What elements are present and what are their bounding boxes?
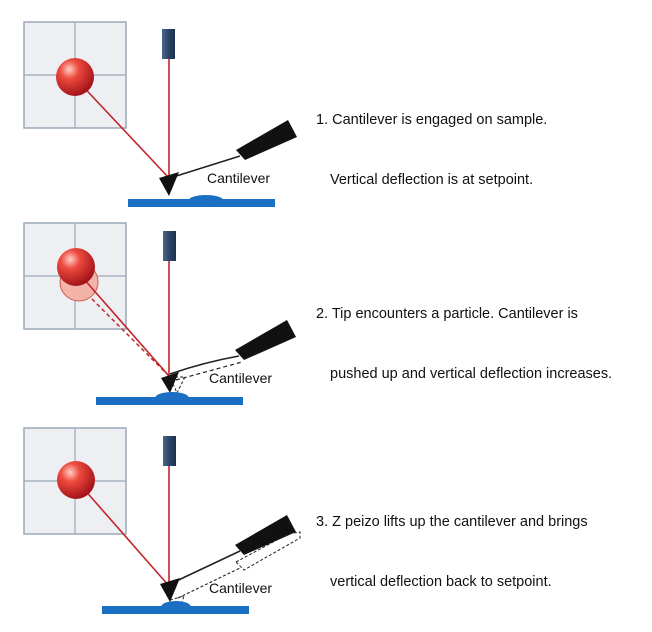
sample	[128, 195, 275, 207]
laser-spot	[57, 461, 95, 499]
sample	[102, 601, 249, 614]
step-description-3: 3. Z peizo lifts up the cantilever and b…	[316, 472, 588, 632]
photodetector	[23, 222, 127, 330]
cantilever	[160, 515, 301, 616]
laser-beam-reflected	[74, 77, 170, 179]
step-line-1: 2. Tip encounters a particle. Cantilever…	[316, 306, 578, 322]
cantilever	[161, 320, 296, 395]
panel-step-1: Cantilever 1. Cantilever is engaged on s…	[0, 0, 652, 210]
laser-beam-reflected	[75, 479, 170, 587]
laser-source	[163, 436, 176, 466]
cantilever-label: Cantilever	[209, 580, 272, 596]
laser-source	[162, 29, 175, 59]
step-line-2: Vertical deflection is at setpoint.	[330, 172, 534, 188]
step-line-1: 1. Cantilever is engaged on sample.	[316, 112, 548, 128]
laser-beam-reflected	[75, 269, 170, 377]
step-line-1: 3. Z peizo lifts up the cantilever and b…	[316, 514, 588, 530]
cantilever	[159, 120, 297, 196]
laser-beam-original	[78, 285, 170, 377]
panel-step-3: Cantilever 3. Z peizo lifts up the canti…	[0, 410, 652, 632]
panel-step-2: Cantilever 2. Tip encounters a particle.…	[0, 210, 652, 410]
laser-source	[163, 231, 176, 261]
step-description-1: 1. Cantilever is engaged on sample. Vert…	[316, 70, 547, 230]
afm-illustration-3: Cantilever	[23, 427, 301, 616]
step-description-2: 2. Tip encounters a particle. Cantilever…	[316, 264, 612, 424]
afm-illustration-1: Cantilever	[23, 21, 297, 207]
laser-spot	[56, 58, 94, 96]
laser-spot	[57, 248, 95, 286]
step-line-2: pushed up and vertical deflection increa…	[330, 366, 613, 382]
cantilever-label: Cantilever	[207, 170, 270, 186]
cantilever-label: Cantilever	[209, 370, 272, 386]
afm-illustration-2: Cantilever	[23, 222, 296, 405]
sample	[96, 392, 243, 405]
step-line-2: vertical deflection back to setpoint.	[330, 574, 552, 590]
